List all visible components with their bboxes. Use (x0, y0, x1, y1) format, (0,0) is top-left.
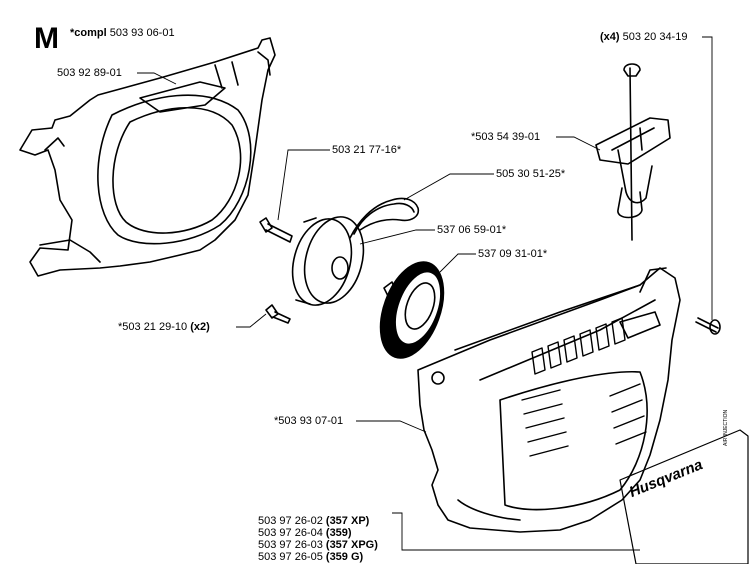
screw-right-number: 503 20 34-19 (622, 31, 688, 43)
section-letter: M (34, 22, 59, 55)
leader-lines (137, 36, 713, 551)
starter-cover (417, 267, 681, 533)
label-cover: *503 93 07-01 (274, 415, 344, 427)
compl-label: *compl 503 93 06-01 (70, 27, 175, 39)
decal-row: 503 97 26-02 (357 XP) (258, 515, 369, 527)
screw-small-number: *503 21 29-10 (118, 321, 188, 333)
decal-small-text: AIR INJECTION (723, 409, 729, 446)
label-screw-small: *503 21 29-10 (x2) (118, 321, 210, 333)
label-screw-right: (x4) 503 20 34-19 (600, 31, 687, 43)
starter-handle (595, 63, 671, 241)
screw-small-qty: (x2) (190, 321, 210, 333)
label-screw-top: 503 21 77-16* (332, 144, 402, 156)
compl-prefix: *compl (70, 27, 107, 39)
screw-right (695, 317, 721, 335)
decal-model: (359) (325, 527, 352, 539)
decal-number: 503 97 26-03 (258, 539, 323, 551)
screw-top (259, 217, 293, 243)
starter-pulley (291, 216, 365, 306)
decal-number: 503 97 26-05 (258, 551, 323, 563)
decal-row: 503 97 26-04 (359) (258, 527, 352, 539)
decal-model: (359 G) (325, 551, 364, 563)
decal-model: (357 XP) (325, 515, 370, 527)
label-pulley: 537 06 59-01* (437, 224, 507, 236)
decal-list: 503 97 26-02 (357 XP) 503 97 26-04 (359)… (258, 515, 398, 564)
decal-model: (357 XPG) (325, 539, 378, 551)
label-housing: 503 92 89-01 (57, 67, 122, 79)
decal-row: 503 97 26-03 (357 XPG) (258, 539, 378, 551)
screw-small (265, 304, 291, 324)
compl-number: 503 93 06-01 (109, 27, 175, 39)
recoil-spring (349, 197, 420, 239)
decal-number: 503 97 26-04 (258, 527, 323, 539)
label-spring-wire: 505 30 51-25* (496, 168, 566, 180)
spring-cassette (379, 261, 445, 359)
starter-housing (19, 37, 276, 277)
label-handle: *503 54 39-01 (471, 131, 541, 143)
decal-row: 503 97 26-05 (359 G) (258, 551, 363, 563)
decal-number: 503 97 26-02 (258, 515, 323, 527)
screw-right-qty: (x4) (600, 31, 620, 43)
label-spring-cassette: 537 09 31-01* (478, 248, 548, 260)
